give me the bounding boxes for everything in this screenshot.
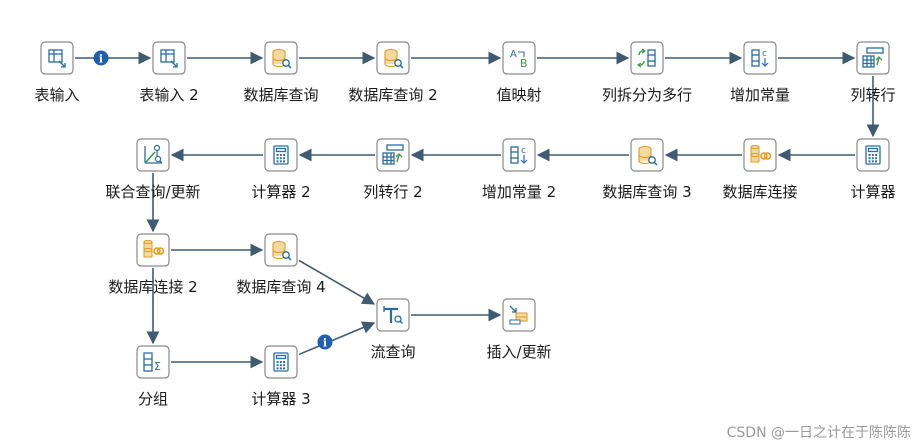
db-lookup-icon [384,48,404,69]
step-label-n2: 表输入 2 [139,86,199,104]
info-icon[interactable]: i [317,334,333,350]
step-label-n20: 分组 [137,390,169,408]
hop-badges-layer: ii [93,50,333,350]
row-normaliser-icon [862,47,884,68]
calculator-icon [273,145,289,165]
step-label-n4: 数据库查询 2 [348,86,438,104]
step-n18[interactable] [376,298,410,332]
step-label-n1: 表输入 [34,86,80,104]
step-label-n14: 计算器 2 [251,183,311,201]
table-input-icon [160,49,178,68]
step-label-n15: 联合查询/更新 [105,183,201,201]
step-n3[interactable] [264,41,298,75]
hops-layer [75,51,880,369]
step-label-n12: 增加常量 2 [481,183,557,201]
step-label-n11: 数据库查询 3 [602,183,692,201]
step-n10[interactable] [743,138,777,172]
step-n2[interactable] [152,41,186,75]
db-join-icon [143,239,165,258]
step-label-n13: 列转行 2 [363,183,423,201]
svg-text:i: i [323,337,327,350]
step-n5[interactable]: AB [502,41,536,75]
add-constant-icon: c [510,146,528,164]
calculator-icon [273,352,289,372]
step-n8[interactable] [856,41,890,75]
step-n13[interactable] [376,138,410,172]
svg-text:B: B [520,57,528,70]
insert-update-icon [509,305,528,325]
row-normaliser-icon [382,144,404,165]
step-n7[interactable]: c [743,41,777,75]
combination-lookup-icon [144,144,163,164]
hop-n17-n18[interactable] [298,259,376,305]
step-n12[interactable]: c [502,138,536,172]
svg-text:c: c [762,49,767,59]
svg-text:A: A [510,49,517,60]
step-n14[interactable] [264,138,298,172]
hop-n21-n18[interactable] [298,321,376,356]
db-join-icon [750,144,772,163]
step-n6[interactable] [630,41,664,75]
step-n21[interactable] [264,345,298,379]
step-n15[interactable] [136,138,170,172]
split-rows-icon [636,48,656,68]
watermark: CSDN @一日之计在于陈陈陈 [726,425,911,441]
step-n4[interactable] [376,41,410,75]
step-label-n16: 数据库连接 2 [108,278,198,296]
step-label-n18: 流查询 [370,343,416,361]
step-label-n3: 数据库查询 [243,86,319,104]
step-n20[interactable]: Σ [136,345,170,379]
info-icon[interactable]: i [93,50,109,66]
step-n11[interactable] [630,138,664,172]
db-lookup-icon [272,240,292,261]
add-constant-icon: c [751,49,769,67]
svg-text:c: c [521,146,526,156]
svg-text:i: i [99,53,103,66]
group-by-icon: Σ [143,352,161,373]
db-lookup-icon [272,48,292,69]
step-label-n8: 列转行 [850,86,896,104]
step-label-n17: 数据库查询 4 [236,278,326,296]
step-label-n9: 计算器 [850,183,896,201]
step-n17[interactable] [264,233,298,267]
step-label-n21: 计算器 3 [251,390,311,408]
step-n1[interactable] [40,41,74,75]
svg-text:Σ: Σ [154,360,161,373]
table-input-icon [48,49,66,68]
db-lookup-icon [638,145,658,166]
step-label-n10: 数据库连接 [722,183,798,201]
stream-lookup-icon [383,306,404,325]
step-label-n6: 列拆分为多行 [601,86,693,104]
step-n16[interactable] [136,233,170,267]
step-label-n19: 插入/更新 [486,343,552,361]
step-label-n5: 值映射 [496,86,542,104]
step-label-n7: 增加常量 [729,86,791,104]
step-n9[interactable] [856,138,890,172]
calculator-icon [865,145,881,165]
step-n19[interactable] [502,298,536,332]
value-mapper-icon: AB [510,49,528,70]
